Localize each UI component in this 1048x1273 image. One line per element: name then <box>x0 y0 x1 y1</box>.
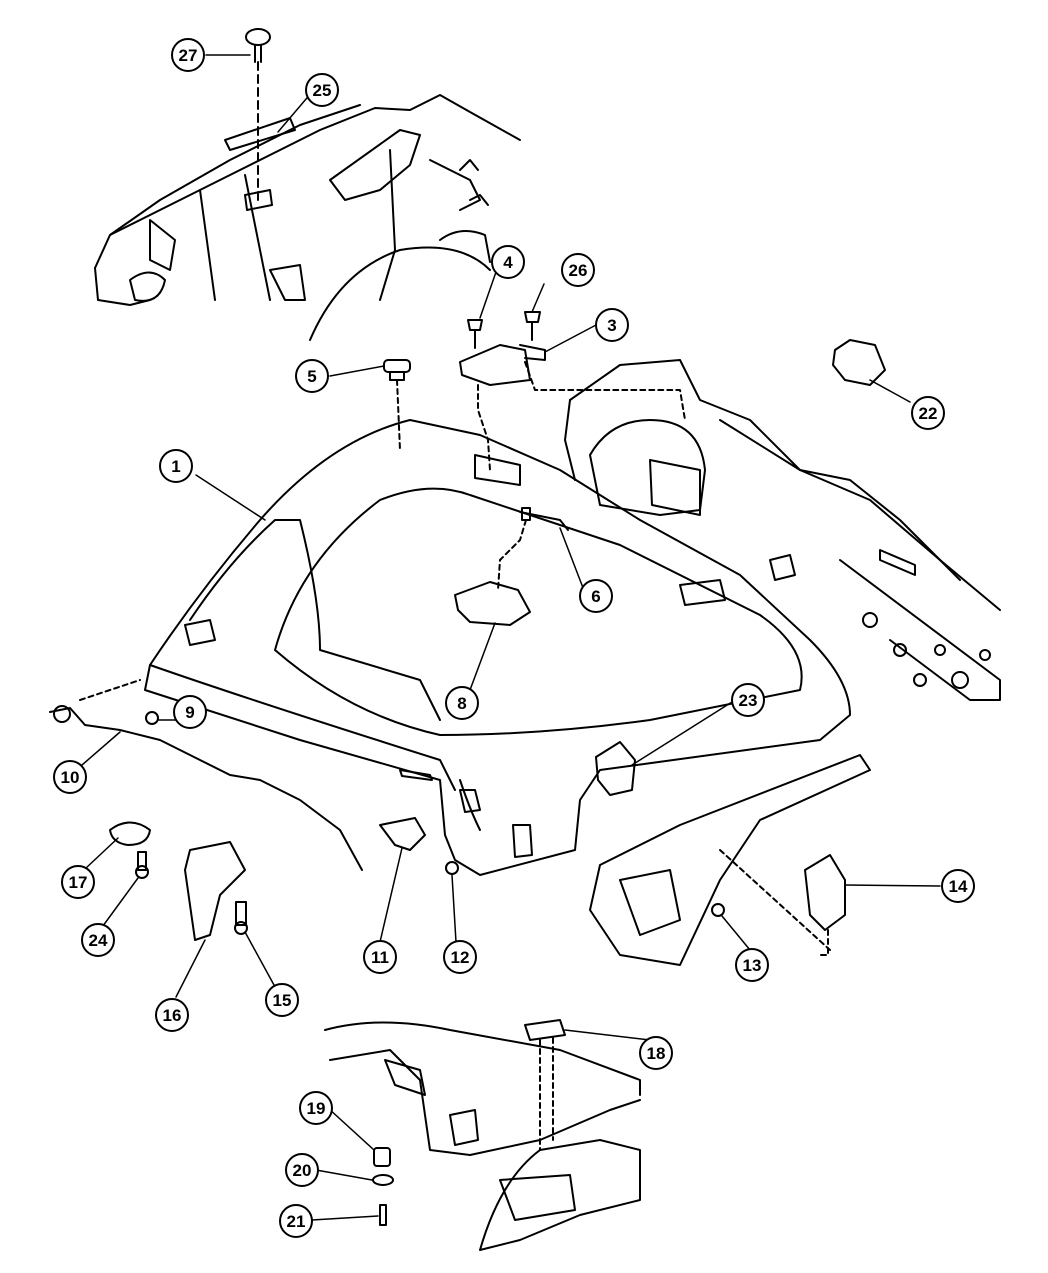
hood-corner-detail <box>324 1019 641 1251</box>
grille-latch-assembly <box>589 754 871 966</box>
bumper-part-5 <box>383 359 411 451</box>
svg-text:4: 4 <box>503 253 513 272</box>
callout-5: 5 <box>295 359 329 393</box>
callout-25: 24 <box>81 923 115 957</box>
callout-27: 27 <box>171 38 205 72</box>
svg-text:26: 26 <box>569 261 588 280</box>
svg-text:1: 1 <box>171 457 180 476</box>
prop-rod <box>49 679 363 871</box>
svg-text:22: 22 <box>919 404 938 423</box>
callout-6: 6 <box>579 579 613 613</box>
callout-18: 18 <box>639 1036 673 1070</box>
callout-14: 14 <box>941 869 975 903</box>
hinge-parts <box>459 311 686 471</box>
svg-text:27: 27 <box>179 46 198 65</box>
svg-text:13: 13 <box>743 956 762 975</box>
svg-text:3: 3 <box>607 316 616 335</box>
cowl-retainer-parts <box>224 28 296 211</box>
svg-text:25: 25 <box>313 81 332 100</box>
svg-text:11: 11 <box>371 948 389 967</box>
svg-text:8: 8 <box>457 694 466 713</box>
svg-text:16: 16 <box>163 1006 182 1025</box>
svg-text:15: 15 <box>273 991 292 1010</box>
hood-cable-and-pad <box>454 507 569 626</box>
svg-text:9: 9 <box>185 703 194 722</box>
cowl-firewall-area <box>94 94 521 341</box>
callout-10: 10 <box>53 760 87 794</box>
svg-text:23: 23 <box>739 691 758 710</box>
svg-text:12: 12 <box>451 948 470 967</box>
bracket-part-22 <box>832 339 886 386</box>
callout-3: 3 <box>595 308 629 342</box>
callout-12: 12 <box>443 940 477 974</box>
callout-22: 22 <box>911 396 945 430</box>
callout-17: 17 <box>61 865 95 899</box>
svg-text:17: 17 <box>69 873 88 892</box>
svg-text:5: 5 <box>307 367 316 386</box>
callout-26: 26 <box>561 253 595 287</box>
hood-panel <box>144 419 851 876</box>
svg-text:20: 20 <box>293 1161 312 1180</box>
callout-24: 25 <box>305 73 339 107</box>
svg-text:19: 19 <box>307 1099 326 1118</box>
leader-lines <box>81 54 941 1221</box>
callout-21: 21 <box>279 1204 313 1238</box>
svg-text:24: 24 <box>89 931 108 950</box>
callout-19: 19 <box>299 1091 333 1125</box>
lower-left-hardware <box>109 821 248 941</box>
striker-parts <box>379 817 459 875</box>
callout-1: 1 <box>159 449 193 483</box>
svg-text:6: 6 <box>591 587 600 606</box>
callout-11: 11 <box>363 940 397 974</box>
callout-20: 20 <box>285 1153 319 1187</box>
callout-8: 8 <box>445 686 479 720</box>
callout-13: 13 <box>735 948 769 982</box>
svg-text:18: 18 <box>647 1044 666 1063</box>
svg-text:10: 10 <box>61 768 80 787</box>
callout-15: 15 <box>265 983 299 1017</box>
callout-9: 9 <box>173 695 207 729</box>
callout-16: 16 <box>155 998 189 1032</box>
callout-4: 4 <box>491 245 525 279</box>
latch-part-23 <box>595 741 636 796</box>
fender-inner-body <box>564 359 1001 701</box>
svg-text:14: 14 <box>949 877 968 896</box>
svg-text:21: 21 <box>287 1212 306 1231</box>
callout-23: 23 <box>731 683 765 717</box>
